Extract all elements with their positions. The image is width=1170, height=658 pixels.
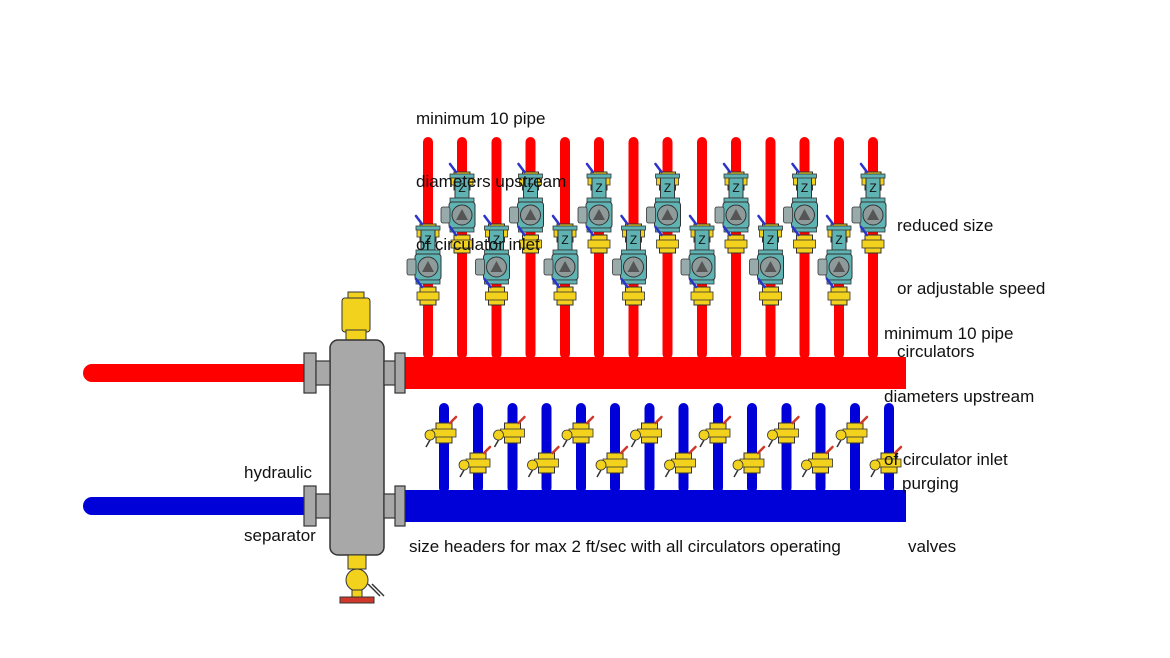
- supply-header: [398, 357, 906, 389]
- circulator-assembly: Z: [783, 162, 818, 254]
- svg-text:Z: Z: [458, 181, 465, 195]
- return-riser: [850, 403, 860, 493]
- circulator-assembly: Z: [612, 214, 647, 306]
- svg-text:Z: Z: [869, 181, 876, 195]
- top-upstream-note-line3: of circulator inlet: [416, 235, 540, 254]
- purging-valve: [630, 415, 663, 448]
- circulator-note-line2: or adjustable speed: [897, 279, 1046, 298]
- circulator-assembly: Z: [714, 162, 750, 254]
- circulator-assembly: Z: [543, 214, 579, 306]
- headers-note: size headers for max 2 ft/sec with all c…: [409, 537, 841, 556]
- circulator-assembly: Z: [851, 162, 887, 254]
- separator-label-line2: separator: [244, 526, 316, 545]
- return-riser: [644, 403, 655, 493]
- return-riser: [815, 403, 826, 493]
- right-upstream-note-line2: diameters upstream: [884, 387, 1035, 406]
- circulator-assembly: Z: [817, 214, 853, 306]
- return-riser: [541, 403, 552, 493]
- circulator-assembly: Z: [749, 214, 784, 306]
- purging-valve: [767, 415, 800, 448]
- hydraulic-separator: [303, 291, 406, 604]
- purging-valve: [698, 415, 732, 448]
- circulator-assemblies: Z Z Z Z Z Z Z Z Z Z Z Z Z Z: [406, 162, 887, 306]
- svg-text:Z: Z: [767, 233, 774, 247]
- purging-valve-assemblies: [424, 415, 903, 478]
- purging-valves-label-line2: valves: [908, 537, 957, 556]
- return-riser: [576, 403, 586, 493]
- purging-valve: [869, 445, 903, 478]
- purging-valve: [664, 445, 697, 478]
- circulator-assembly: Z: [680, 214, 716, 306]
- svg-text:Z: Z: [698, 233, 705, 247]
- return-riser: [610, 403, 620, 493]
- return-riser: [678, 403, 689, 493]
- circulator-note-line3: circulators: [897, 342, 975, 361]
- return-riser: [439, 403, 449, 493]
- right-upstream-note-line3: of circulator inlet: [884, 450, 1008, 469]
- right-upstream-note: minimum 10 pipe diameters upstream of ci…: [884, 281, 1034, 491]
- return-riser: [473, 403, 483, 493]
- purging-valve: [732, 445, 766, 478]
- svg-text:Z: Z: [561, 233, 568, 247]
- separator-label-line1: hydraulic: [244, 463, 313, 482]
- top-upstream-note-line2: diameters upstream: [416, 172, 567, 191]
- return-riser: [507, 403, 518, 493]
- circulator-note: reduced size or adjustable speed circula…: [897, 173, 1045, 383]
- svg-text:Z: Z: [630, 233, 637, 247]
- purging-valve: [561, 415, 595, 448]
- return-riser: [781, 403, 792, 493]
- circulator-assembly: Z: [406, 214, 442, 306]
- purging-valve: [424, 415, 458, 448]
- circulator-assembly: Z: [440, 162, 476, 254]
- purging-valve: [801, 445, 834, 478]
- return-riser: [713, 403, 723, 493]
- purging-valve: [458, 445, 492, 478]
- purging-valve: [493, 415, 526, 448]
- circulator-note-line1: reduced size: [897, 216, 994, 235]
- circulator-assembly: Z: [509, 162, 544, 254]
- svg-text:Z: Z: [424, 233, 431, 247]
- return-risers: [439, 403, 894, 493]
- purging-valves-label: purging valves: [902, 431, 959, 578]
- return-header: [398, 490, 906, 522]
- top-upstream-note: minimum 10 pipe diameters upstream of ci…: [416, 66, 566, 276]
- purging-valve: [527, 445, 560, 478]
- svg-text:Z: Z: [664, 181, 671, 195]
- circulator-assembly: Z: [577, 162, 613, 254]
- svg-text:Z: Z: [493, 233, 500, 247]
- svg-text:Z: Z: [527, 181, 534, 195]
- svg-text:Z: Z: [835, 233, 842, 247]
- return-riser: [747, 403, 757, 493]
- svg-text:Z: Z: [732, 181, 739, 195]
- circulator-assembly: Z: [475, 214, 510, 306]
- right-upstream-note-line1: minimum 10 pipe: [884, 324, 1014, 343]
- svg-text:Z: Z: [595, 181, 602, 195]
- purging-valves-label-line1: purging: [902, 474, 959, 493]
- purging-valve: [595, 445, 629, 478]
- top-upstream-note-line1: minimum 10 pipe: [416, 109, 546, 128]
- separator-label: hydraulic separator: [244, 420, 316, 567]
- svg-text:Z: Z: [801, 181, 808, 195]
- circulator-assembly: Z: [646, 162, 681, 254]
- purging-valve: [835, 415, 869, 448]
